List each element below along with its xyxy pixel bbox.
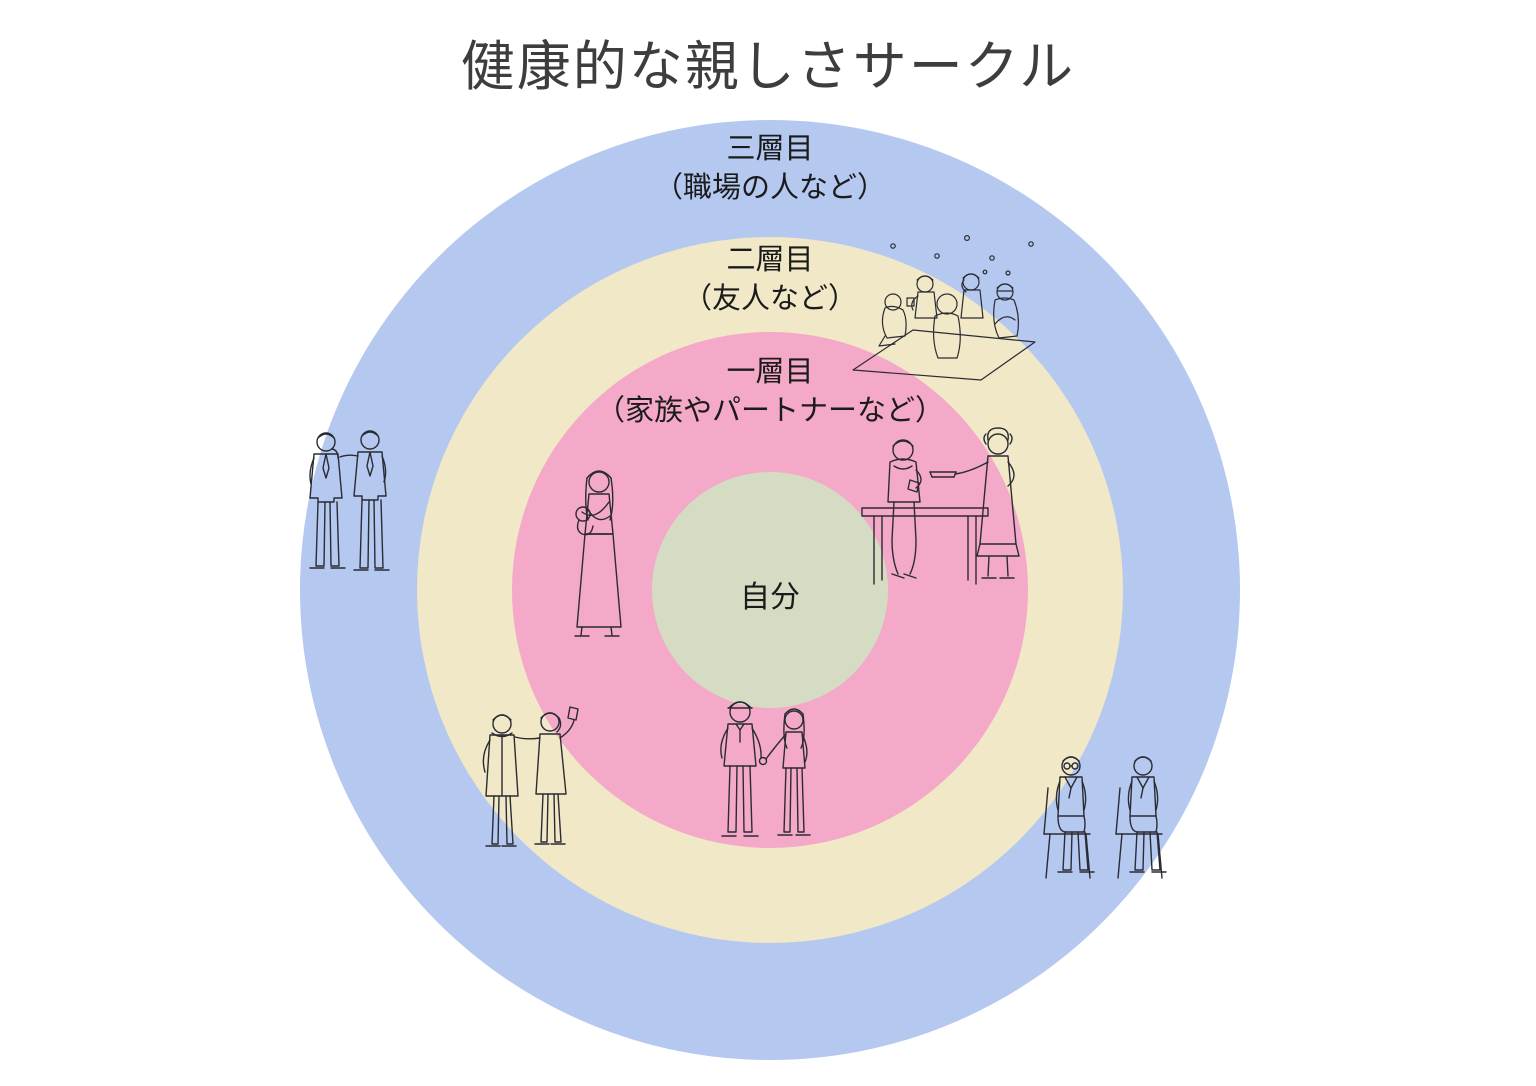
label-layer1-sub: （家族やパートナーなど） (595, 395, 945, 427)
couple-holding-hands-illustration (720, 701, 811, 837)
mother-holding-baby-illustration (574, 470, 622, 637)
men-seated-on-chairs-illustration (1043, 756, 1167, 879)
label-layer2-sub: （友人など） (682, 283, 858, 315)
picnic-group-illustration (852, 234, 1036, 381)
label-layer1: 一層目 （家族やパートナーなど） (596, 353, 944, 431)
label-layer3: 三層目 （職場の人など） (654, 130, 886, 208)
label-layer1-title: 一層目 (726, 356, 814, 388)
coworkers-standing-pair-illustration (309, 430, 390, 571)
label-layer2-title: 二層目 (726, 244, 814, 276)
label-layer2: 二層目 （友人など） (683, 241, 857, 319)
label-center-self: 自分 (740, 581, 800, 614)
family-at-table-illustration (861, 427, 1020, 585)
friends-pair-illustration (482, 706, 579, 847)
label-layer3-sub: （職場の人など） (653, 172, 887, 204)
ring-center (652, 472, 888, 708)
label-layer3-title: 三層目 (726, 133, 814, 165)
page-title: 健康的な親しさサークル (460, 37, 1076, 97)
